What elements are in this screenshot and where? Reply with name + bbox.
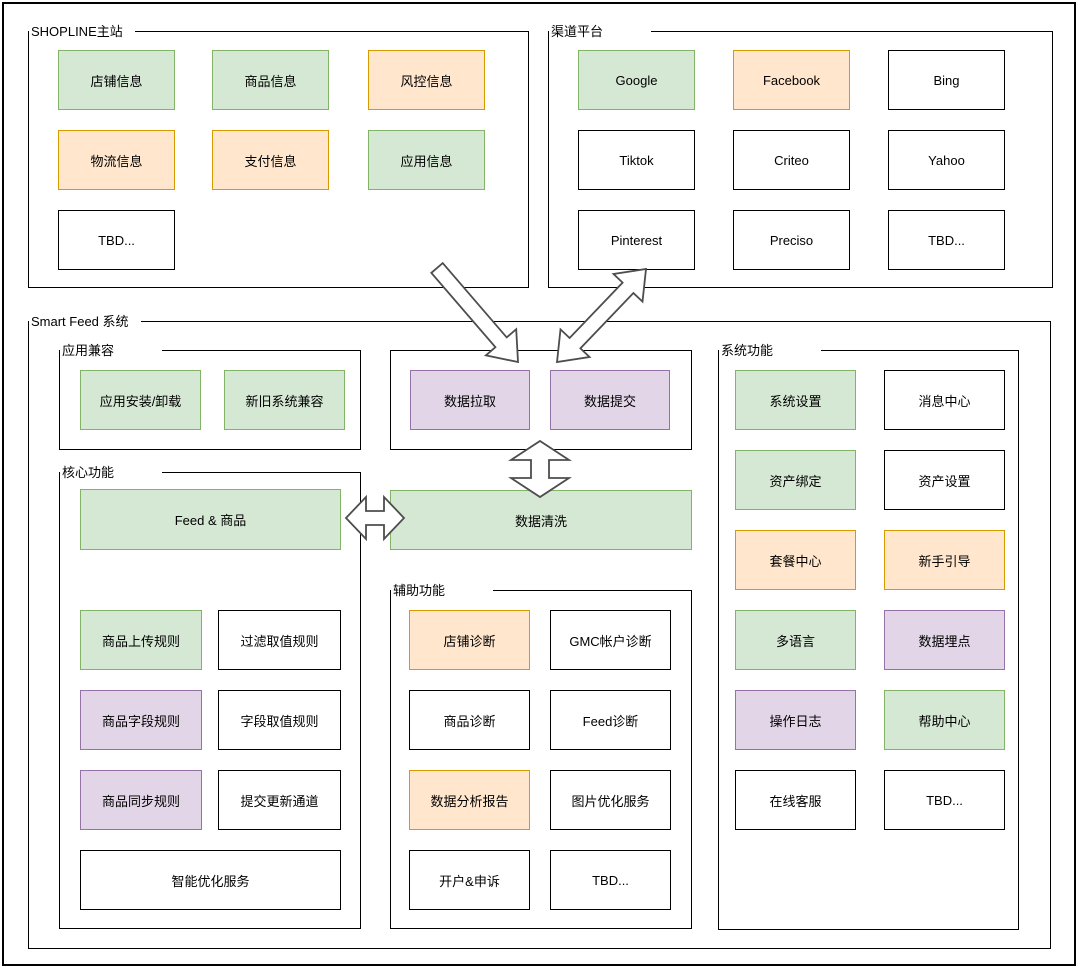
node-app-install-uninstall[interactable]: 应用安装/卸载: [80, 370, 201, 430]
smartfeed-section-frame[interactable]: Smart Feed 系统: [28, 313, 1051, 949]
node-data-tracking[interactable]: 数据埋点: [884, 610, 1005, 670]
node-operation-log[interactable]: 操作日志: [735, 690, 856, 750]
node-shop-diagnosis[interactable]: 店铺诊断: [409, 610, 530, 670]
app-compat-title: 应用兼容: [60, 342, 163, 360]
node-data-pull[interactable]: 数据拉取: [410, 370, 530, 430]
node-app-info[interactable]: 应用信息: [368, 130, 485, 190]
node-asset-settings[interactable]: 资产设置: [884, 450, 1005, 510]
aux-functions-title: 辅助功能: [391, 582, 494, 600]
node-message-center[interactable]: 消息中心: [884, 370, 1005, 430]
system-functions-title: 系统功能: [719, 342, 822, 360]
node-facebook[interactable]: Facebook: [733, 50, 850, 110]
channels-section-title: 渠道平台: [549, 23, 652, 41]
node-tiktok[interactable]: Tiktok: [578, 130, 695, 190]
channels-section-frame[interactable]: 渠道平台: [548, 23, 1053, 288]
node-logistics-info[interactable]: 物流信息: [58, 130, 175, 190]
node-yahoo[interactable]: Yahoo: [888, 130, 1005, 190]
node-account-opening-appeal[interactable]: 开户&申诉: [409, 850, 530, 910]
node-criteo[interactable]: Criteo: [733, 130, 850, 190]
node-legacy-compat[interactable]: 新旧系统兼容: [224, 370, 345, 430]
node-onboarding-guide[interactable]: 新手引导: [884, 530, 1005, 590]
node-channels-tbd[interactable]: TBD...: [888, 210, 1005, 270]
node-product-upload-rules[interactable]: 商品上传规则: [80, 610, 202, 670]
node-data-submit[interactable]: 数据提交: [550, 370, 670, 430]
system-functions-frame[interactable]: 系统功能: [718, 342, 1019, 930]
shopline-section-frame[interactable]: SHOPLINE主站: [28, 23, 529, 288]
app-compat-frame[interactable]: 应用兼容: [59, 342, 361, 450]
aux-functions-frame[interactable]: 辅助功能: [390, 582, 692, 929]
node-product-info[interactable]: 商品信息: [212, 50, 329, 110]
node-gmc-account-diagnosis[interactable]: GMC帐户诊断: [550, 610, 671, 670]
node-system-settings[interactable]: 系统设置: [735, 370, 856, 430]
core-functions-frame[interactable]: 核心功能: [59, 464, 361, 929]
core-functions-title: 核心功能: [60, 464, 163, 482]
node-google[interactable]: Google: [578, 50, 695, 110]
node-payment-info[interactable]: 支付信息: [212, 130, 329, 190]
node-aux-tbd[interactable]: TBD...: [550, 850, 671, 910]
node-risk-info[interactable]: 风控信息: [368, 50, 485, 110]
node-shopline-tbd[interactable]: TBD...: [58, 210, 175, 270]
shopline-section-title: SHOPLINE主站: [29, 23, 135, 41]
node-product-field-rules[interactable]: 商品字段规则: [80, 690, 202, 750]
node-multi-language[interactable]: 多语言: [735, 610, 856, 670]
node-system-tbd[interactable]: TBD...: [884, 770, 1005, 830]
node-filter-value-rules[interactable]: 过滤取值规则: [218, 610, 341, 670]
node-field-value-rules[interactable]: 字段取值规则: [218, 690, 341, 750]
node-feed-diagnosis[interactable]: Feed诊断: [550, 690, 671, 750]
node-data-analysis-report[interactable]: 数据分析报告: [409, 770, 530, 830]
node-pinterest[interactable]: Pinterest: [578, 210, 695, 270]
smartfeed-section-title: Smart Feed 系统: [29, 313, 141, 331]
node-plan-center[interactable]: 套餐中心: [735, 530, 856, 590]
node-data-cleaning[interactable]: 数据清洗: [390, 490, 692, 550]
node-submit-update-channel[interactable]: 提交更新通道: [218, 770, 341, 830]
node-preciso[interactable]: Preciso: [733, 210, 850, 270]
node-feed-product[interactable]: Feed & 商品: [80, 489, 341, 550]
node-product-sync-rules[interactable]: 商品同步规则: [80, 770, 202, 830]
node-help-center[interactable]: 帮助中心: [884, 690, 1005, 750]
node-store-info[interactable]: 店铺信息: [58, 50, 175, 110]
node-bing[interactable]: Bing: [888, 50, 1005, 110]
node-asset-binding[interactable]: 资产绑定: [735, 450, 856, 510]
node-image-optimization-service[interactable]: 图片优化服务: [550, 770, 671, 830]
node-online-support[interactable]: 在线客服: [735, 770, 856, 830]
node-product-diagnosis[interactable]: 商品诊断: [409, 690, 530, 750]
node-smart-optimization-service[interactable]: 智能优化服务: [80, 850, 341, 910]
